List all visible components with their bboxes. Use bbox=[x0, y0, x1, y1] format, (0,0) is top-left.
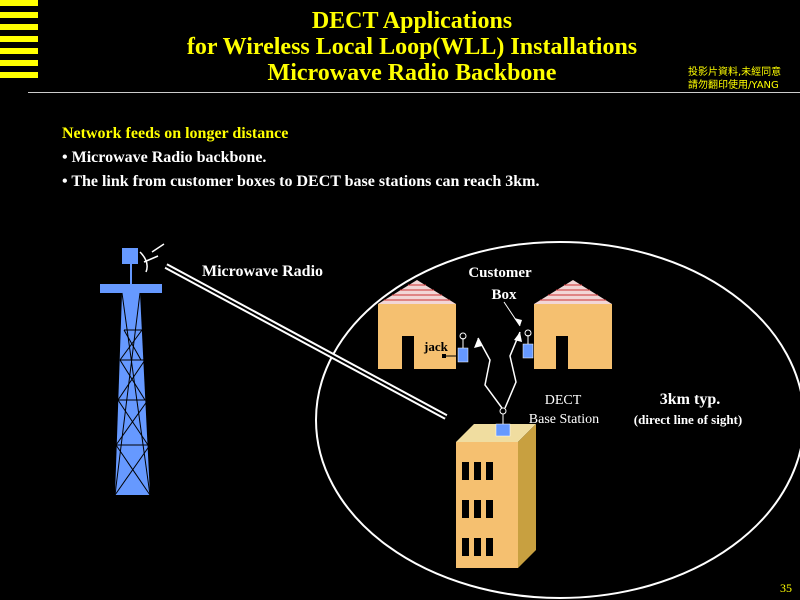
page-number: 35 bbox=[780, 581, 792, 595]
jack-label: jack bbox=[423, 339, 449, 354]
title-line-2: for Wireless Local Loop(WLL) Installatio… bbox=[186, 34, 638, 60]
customer-house-2 bbox=[534, 280, 612, 369]
dect-label-line-1: DECT bbox=[545, 393, 582, 408]
lead-line: Network feeds on longer distance bbox=[62, 125, 289, 142]
title-line-3: Microwave Radio Backbone bbox=[267, 60, 557, 86]
coverage-circle bbox=[315, 241, 800, 599]
radio-link-left bbox=[477, 337, 503, 409]
notice-line-1: 投影片資料,未經同意 bbox=[688, 67, 782, 78]
title-divider bbox=[28, 92, 800, 93]
copyright-notice: 投影片資料,未經同意 請勿翻印使用/YANG bbox=[688, 66, 781, 92]
slide-title: DECT Applications for Wireless Local Loo… bbox=[90, 8, 734, 86]
dect-base-station-antenna-icon bbox=[495, 407, 511, 437]
bullet-text: Microwave Radio backbone. bbox=[71, 149, 267, 166]
title-line-1: DECT Applications bbox=[311, 8, 513, 34]
customer-box-label-line-2: Box bbox=[491, 287, 517, 303]
bullet-item: • Microwave Radio backbone. bbox=[62, 149, 267, 166]
jack-connector bbox=[442, 354, 446, 358]
dect-label-line-2: Base Station bbox=[529, 412, 599, 427]
range-label: 3km typ. bbox=[660, 391, 720, 408]
stripe-decoration bbox=[0, 0, 38, 78]
microwave-dish-icon bbox=[139, 243, 165, 273]
microwave-tower bbox=[100, 248, 162, 496]
customer-box-2 bbox=[522, 329, 534, 359]
dect-base-station-building bbox=[456, 424, 536, 568]
customer-box-label-line-1: Customer bbox=[468, 265, 532, 281]
customer-box-1 bbox=[457, 332, 469, 363]
customer-house-1 bbox=[378, 280, 456, 369]
bullet-text: The link from customer boxes to DECT bas… bbox=[71, 173, 540, 190]
bullet-item: • The link from customer boxes to DECT b… bbox=[62, 173, 540, 190]
microwave-radio-label: Microwave Radio bbox=[202, 263, 323, 280]
radio-link-right bbox=[504, 331, 521, 409]
notice-line-2: 請勿翻印使用/YANG bbox=[688, 80, 779, 91]
microwave-link bbox=[164, 263, 448, 420]
range-note: (direct line of sight) bbox=[634, 412, 742, 427]
body-text: Network feeds on longer distance • Micro… bbox=[62, 122, 539, 194]
